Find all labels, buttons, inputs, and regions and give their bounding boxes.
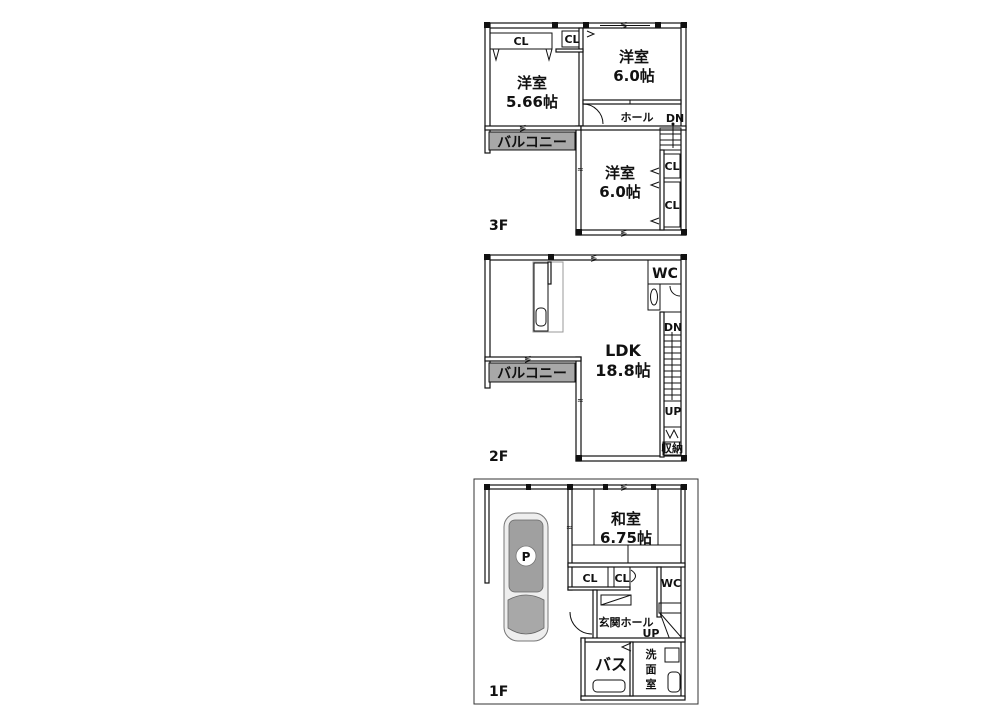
room-name: 洋室 [605,164,635,182]
stairs-3f [659,127,682,151]
parking-icon [515,545,537,567]
toilet-icon [650,288,658,306]
balcony-label: バルコニー [497,366,567,382]
storage-label: 収納 [661,441,683,455]
stairs-down-label: DN [666,112,684,125]
closet-label: CL [582,572,597,585]
stairs-up-label: UP [643,627,660,640]
hall-label: ホール [621,111,654,124]
svg-text:≈: ≈ [577,396,584,405]
wall-3f-mid-left [575,125,582,236]
closet-label: CL [564,33,579,46]
storage-2f [662,441,682,456]
svg-text:≶: ≶ [620,229,628,239]
svg-text:≶: ≶ [524,355,532,365]
closet-label: CL [513,35,528,48]
washroom-label: 面 [646,663,657,676]
room-name: 洋室 [619,48,649,66]
svg-text:≈: ≈ [566,523,573,532]
stairs-up-label: UP [665,405,682,418]
washbasin-icon [667,671,681,693]
floor-2f: ≶ ≶ ≈ バルコニー WC DN UP [484,254,687,465]
room-name: 和室 [611,510,641,528]
stairs-down-label: DN [664,321,682,334]
wc-2f [647,259,682,285]
sink-icon [535,307,547,327]
closet-label: CL [664,199,679,212]
room-name: LDK [605,341,641,360]
car-icon: P [503,512,549,642]
svg-text:≶: ≶ [620,21,628,31]
room-size: 6.0帖 [613,67,655,85]
lot-boundary [473,478,699,705]
closet-3f-4 [663,181,681,228]
balcony-label: バルコニー [497,135,567,151]
floor-label-1f: 1F [489,684,508,700]
room-size: 18.8帖 [595,361,650,380]
room-size: 5.66帖 [506,93,558,111]
wall-3f-bottom [575,229,687,236]
floor-label-2f: 2F [489,449,508,465]
washer-icon [664,647,680,663]
wc-label: WC [661,577,681,590]
floor-label-3f: 3F [489,218,508,234]
floor-1f: ≶ ≈ 和室 6.75帖 CL CL WC 玄関ホール UP [473,478,699,705]
balcony-3f [488,131,576,151]
balcony-2f [488,362,576,383]
wc-label: WC [652,266,678,282]
room-size: 6.0帖 [599,183,641,201]
washroom-label: 室 [646,677,657,691]
bathtub-icon [592,679,626,693]
room-size: 6.75帖 [600,529,652,547]
svg-text:≶: ≶ [590,254,598,264]
room-name: 洋室 [517,74,547,92]
parking-label: P [522,550,531,564]
closet-label: CL [664,160,679,173]
bath-label: バス [595,655,627,674]
stairs-2f [663,311,682,428]
svg-text:≶: ≶ [620,483,628,493]
svg-text:≶: ≶ [519,124,527,134]
washroom-label: 洗 [646,647,657,661]
floor-3f: ≶ CL CL ≶ バルコニー DN [484,21,687,239]
closet-3f-3 [663,153,681,179]
entrance-hall-label: 玄関ホール [599,615,654,629]
svg-text:≈: ≈ [577,165,584,174]
closet-3f-1 [489,32,553,50]
closet-label: CL [614,572,629,585]
